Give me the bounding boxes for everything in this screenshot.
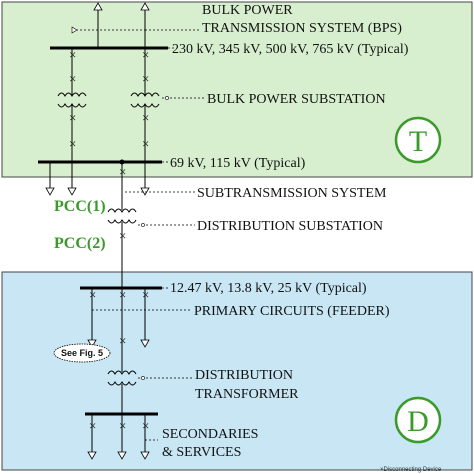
- arrow-down-2-icon: [67, 187, 77, 196]
- svg-text:×: ×: [69, 136, 76, 151]
- feeder-3-arrow-icon: [140, 339, 150, 348]
- subtransmission-label: SUBTRANSMISSION SYSTEM: [197, 186, 387, 201]
- pcc1-label: PCC(1): [54, 198, 106, 215]
- disconnect-marks-dist: ×: [119, 228, 126, 243]
- svg-text:×: ×: [142, 71, 149, 86]
- arrow-down-1-icon: [45, 187, 55, 196]
- bulk-substation-label: BULK POWER SUBSTATION: [207, 92, 386, 107]
- bps-label-line1: BULK POWER: [202, 3, 293, 18]
- svg-text:×: ×: [142, 47, 149, 62]
- disconnect-marks-bulk-bottom: × × × ×: [69, 110, 149, 151]
- feeder-1-arrow-icon: [87, 339, 97, 348]
- arrow-up-right-icon: [140, 2, 150, 11]
- leader-dot: [165, 96, 169, 100]
- distribution-badge-letter: D: [407, 405, 429, 438]
- bps-voltage-label: 230 kV, 345 kV, 500 kV, 765 kV (Typical): [172, 42, 409, 57]
- disconnect-marks-secondary: × × ×: [89, 418, 149, 433]
- svg-text:×: ×: [119, 287, 126, 302]
- distribution-transformer-icon: [107, 370, 137, 386]
- subtrans-voltage-label: 69 kV, 115 kV (Typical): [170, 156, 306, 171]
- disconnect-marks-feeders: × × × ×: [89, 287, 149, 348]
- see-fig-callout: [53, 343, 111, 363]
- see-fig-label: See Fig. 5: [61, 348, 103, 358]
- dist-transformer-label-line2: TRANSFORMER: [195, 387, 299, 402]
- distribution-zone: [1, 271, 473, 471]
- leader-dot-3: [141, 376, 145, 380]
- disconnect-marks-sub: ×: [119, 164, 126, 179]
- svg-text:×: ×: [89, 287, 96, 302]
- svg-text:×: ×: [69, 110, 76, 125]
- svg-text:×: ×: [142, 110, 149, 125]
- bps-label-line2: TRANSMISSION SYSTEM (BPS): [202, 21, 402, 36]
- service-3-arrow-icon: [140, 451, 150, 460]
- svg-text:×: ×: [119, 228, 126, 243]
- secondaries-label-line1: SECONDARIES: [162, 427, 258, 442]
- dist-transformer-label-line1: DISTRIBUTION: [195, 368, 293, 383]
- svg-text:×: ×: [69, 47, 76, 62]
- svg-text:×: ×: [142, 287, 149, 302]
- arrow-down-3-icon: [140, 187, 150, 196]
- pcc2-label: PCC(2): [54, 235, 106, 252]
- transmission-badge: T: [394, 116, 442, 164]
- secondaries-label-line2: & SERVICES: [162, 445, 241, 460]
- disconnect-marks-bulk-top: × × × ×: [69, 47, 149, 86]
- leader-dot-2: [141, 223, 145, 227]
- svg-text:×: ×: [69, 71, 76, 86]
- svg-text:×: ×: [142, 418, 149, 433]
- service-2-arrow-icon: [117, 451, 127, 460]
- distribution-badge: D: [394, 396, 442, 444]
- dist-voltage-label: 12.47 kV, 13.8 kV, 25 kV (Typical): [170, 281, 367, 296]
- service-1-arrow-icon: [87, 451, 97, 460]
- svg-text:×: ×: [119, 418, 126, 433]
- bps-leader-arrow-icon: [71, 26, 78, 34]
- primary-circuits-label: PRIMARY CIRCUITS (FEEDER): [194, 304, 390, 319]
- distribution-substation-label: DISTRIBUTION SUBSTATION: [197, 219, 383, 234]
- svg-text:×: ×: [119, 333, 126, 348]
- svg-text:×: ×: [119, 164, 126, 179]
- transmission-badge-letter: T: [409, 125, 427, 158]
- distribution-substation-transformer-icon: [107, 208, 137, 224]
- svg-text:×: ×: [142, 136, 149, 151]
- arrow-up-left-icon: [93, 2, 103, 11]
- svg-text:×: ×: [89, 418, 96, 433]
- transmission-zone: [1, 1, 473, 178]
- footnote: ×Disconnecting Device: [380, 467, 442, 473]
